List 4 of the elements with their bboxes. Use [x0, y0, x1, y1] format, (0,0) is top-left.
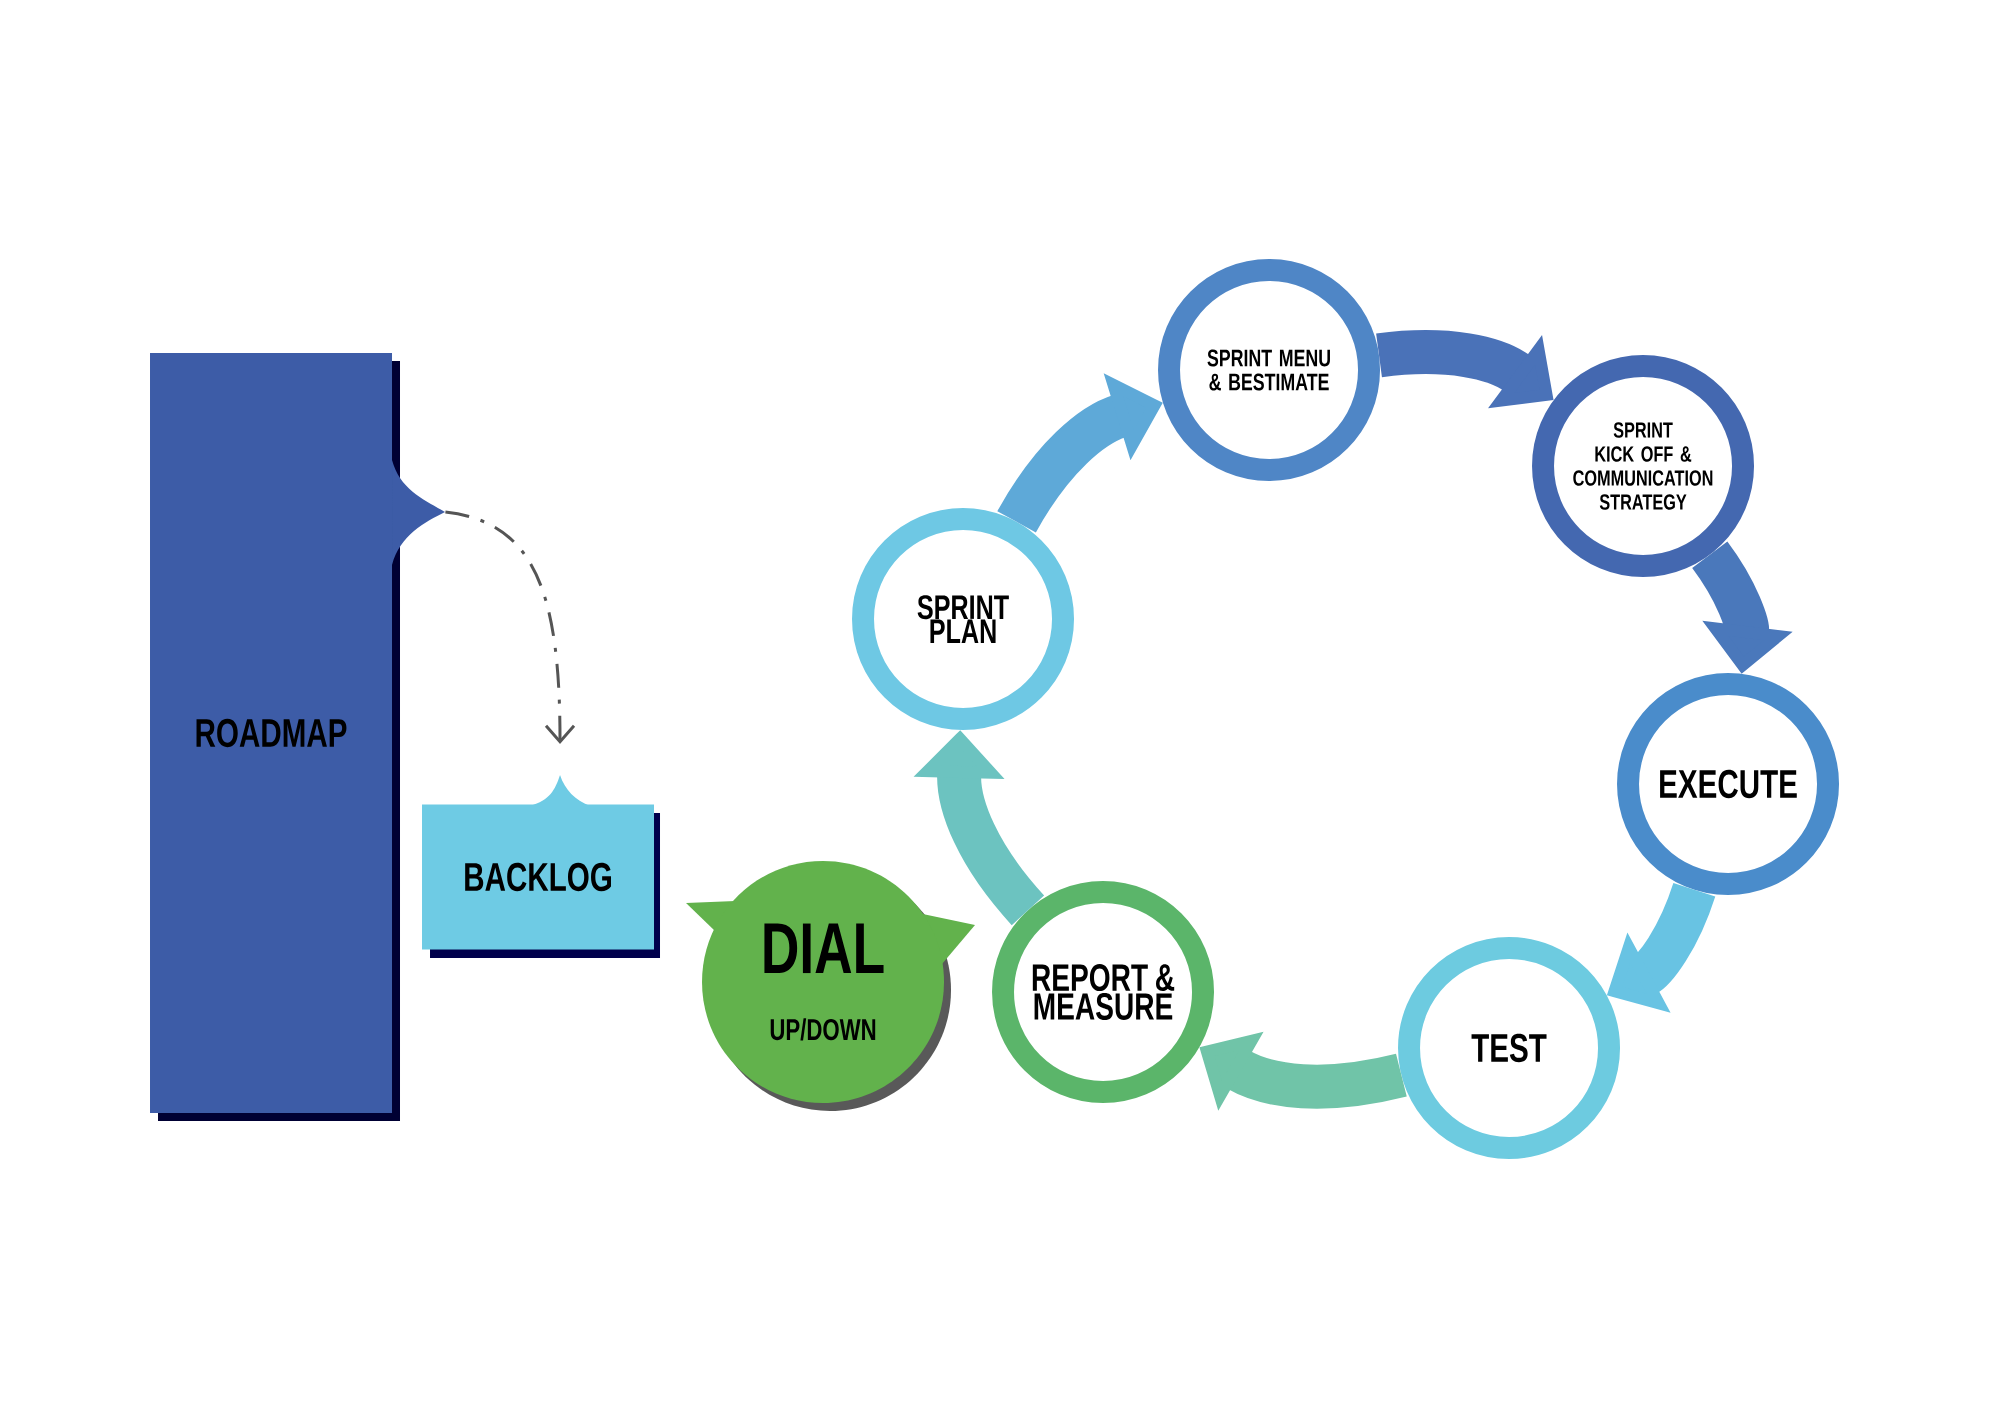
backlog-box: BACKLOG — [422, 775, 660, 958]
speech-bubble: DIAL UP/DOWN — [686, 861, 975, 1111]
arrow — [445, 510, 576, 745]
roadmap-bar: ROADMAP — [150, 353, 445, 1121]
